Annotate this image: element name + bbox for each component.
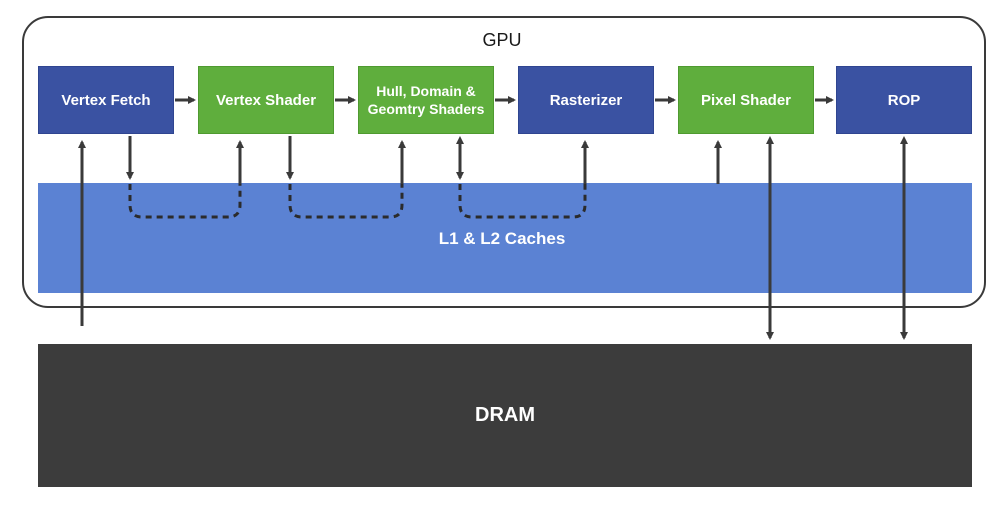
dashed-path-hull-to-rasterizer: [458, 184, 587, 219]
dashed-path-vertex-fetch-to-vertex-shader: [128, 184, 242, 219]
l1-l2-cache-block: [38, 183, 972, 293]
stage-vertex-fetch: Vertex Fetch: [38, 66, 174, 134]
stage-rasterizer: Rasterizer: [518, 66, 654, 134]
stage-hull-domain-geometry-shaders: Hull, Domain & Geomtry Shaders: [358, 66, 494, 134]
dashed-path-vertex-shader-to-hull: [288, 184, 404, 219]
gpu-title: GPU: [482, 30, 522, 50]
cache-label: L1 & L2 Caches: [438, 229, 566, 248]
dram-block: DRAM: [38, 344, 972, 487]
stage-pixel-shader: Pixel Shader: [678, 66, 814, 134]
stage-rop: ROP: [836, 66, 972, 134]
stage-vertex-shader: Vertex Shader: [198, 66, 334, 134]
dram-label: DRAM: [475, 404, 535, 426]
